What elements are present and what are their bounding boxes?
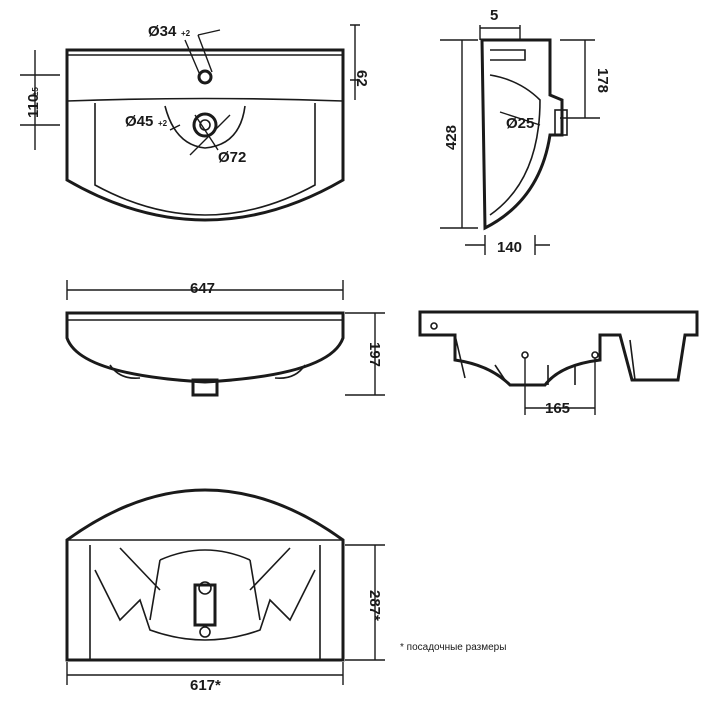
bottom-view: 617* 287*: [65, 488, 385, 694]
front-height-label: 197: [366, 342, 383, 367]
bottom-width-label: 617*: [190, 677, 221, 694]
rim-label: 62: [353, 70, 370, 87]
drain-label: Ø72: [218, 149, 246, 166]
overflow-tol: +2: [158, 119, 168, 128]
drain-height-label: 178: [594, 68, 611, 93]
front-view: 647 197: [65, 280, 385, 397]
overflow-label: Ø45: [125, 113, 153, 130]
back-view: 165: [418, 310, 699, 417]
mount-spacing-label: 165: [545, 400, 570, 417]
side-view: 5 428 178 Ø25 140: [440, 7, 611, 256]
tap-hole-tol: +2: [181, 29, 191, 38]
height-label: 428: [443, 125, 460, 150]
top-dim-label: 5: [490, 7, 498, 24]
front-depth-label: 110: [25, 94, 42, 118]
footnote: * посадочные размеры: [400, 642, 506, 653]
top-view: Ø34 +2 Ø45 +2 Ø72 110 ±5 62: [20, 23, 370, 222]
width-label: 647: [190, 280, 215, 297]
side-depth-label: 140: [497, 239, 522, 256]
side-drain-label: Ø25: [506, 115, 534, 132]
front-depth-tol: ±5: [31, 87, 40, 96]
tap-hole-label: Ø34: [148, 23, 177, 40]
bottom-depth-label: 287*: [366, 590, 383, 621]
